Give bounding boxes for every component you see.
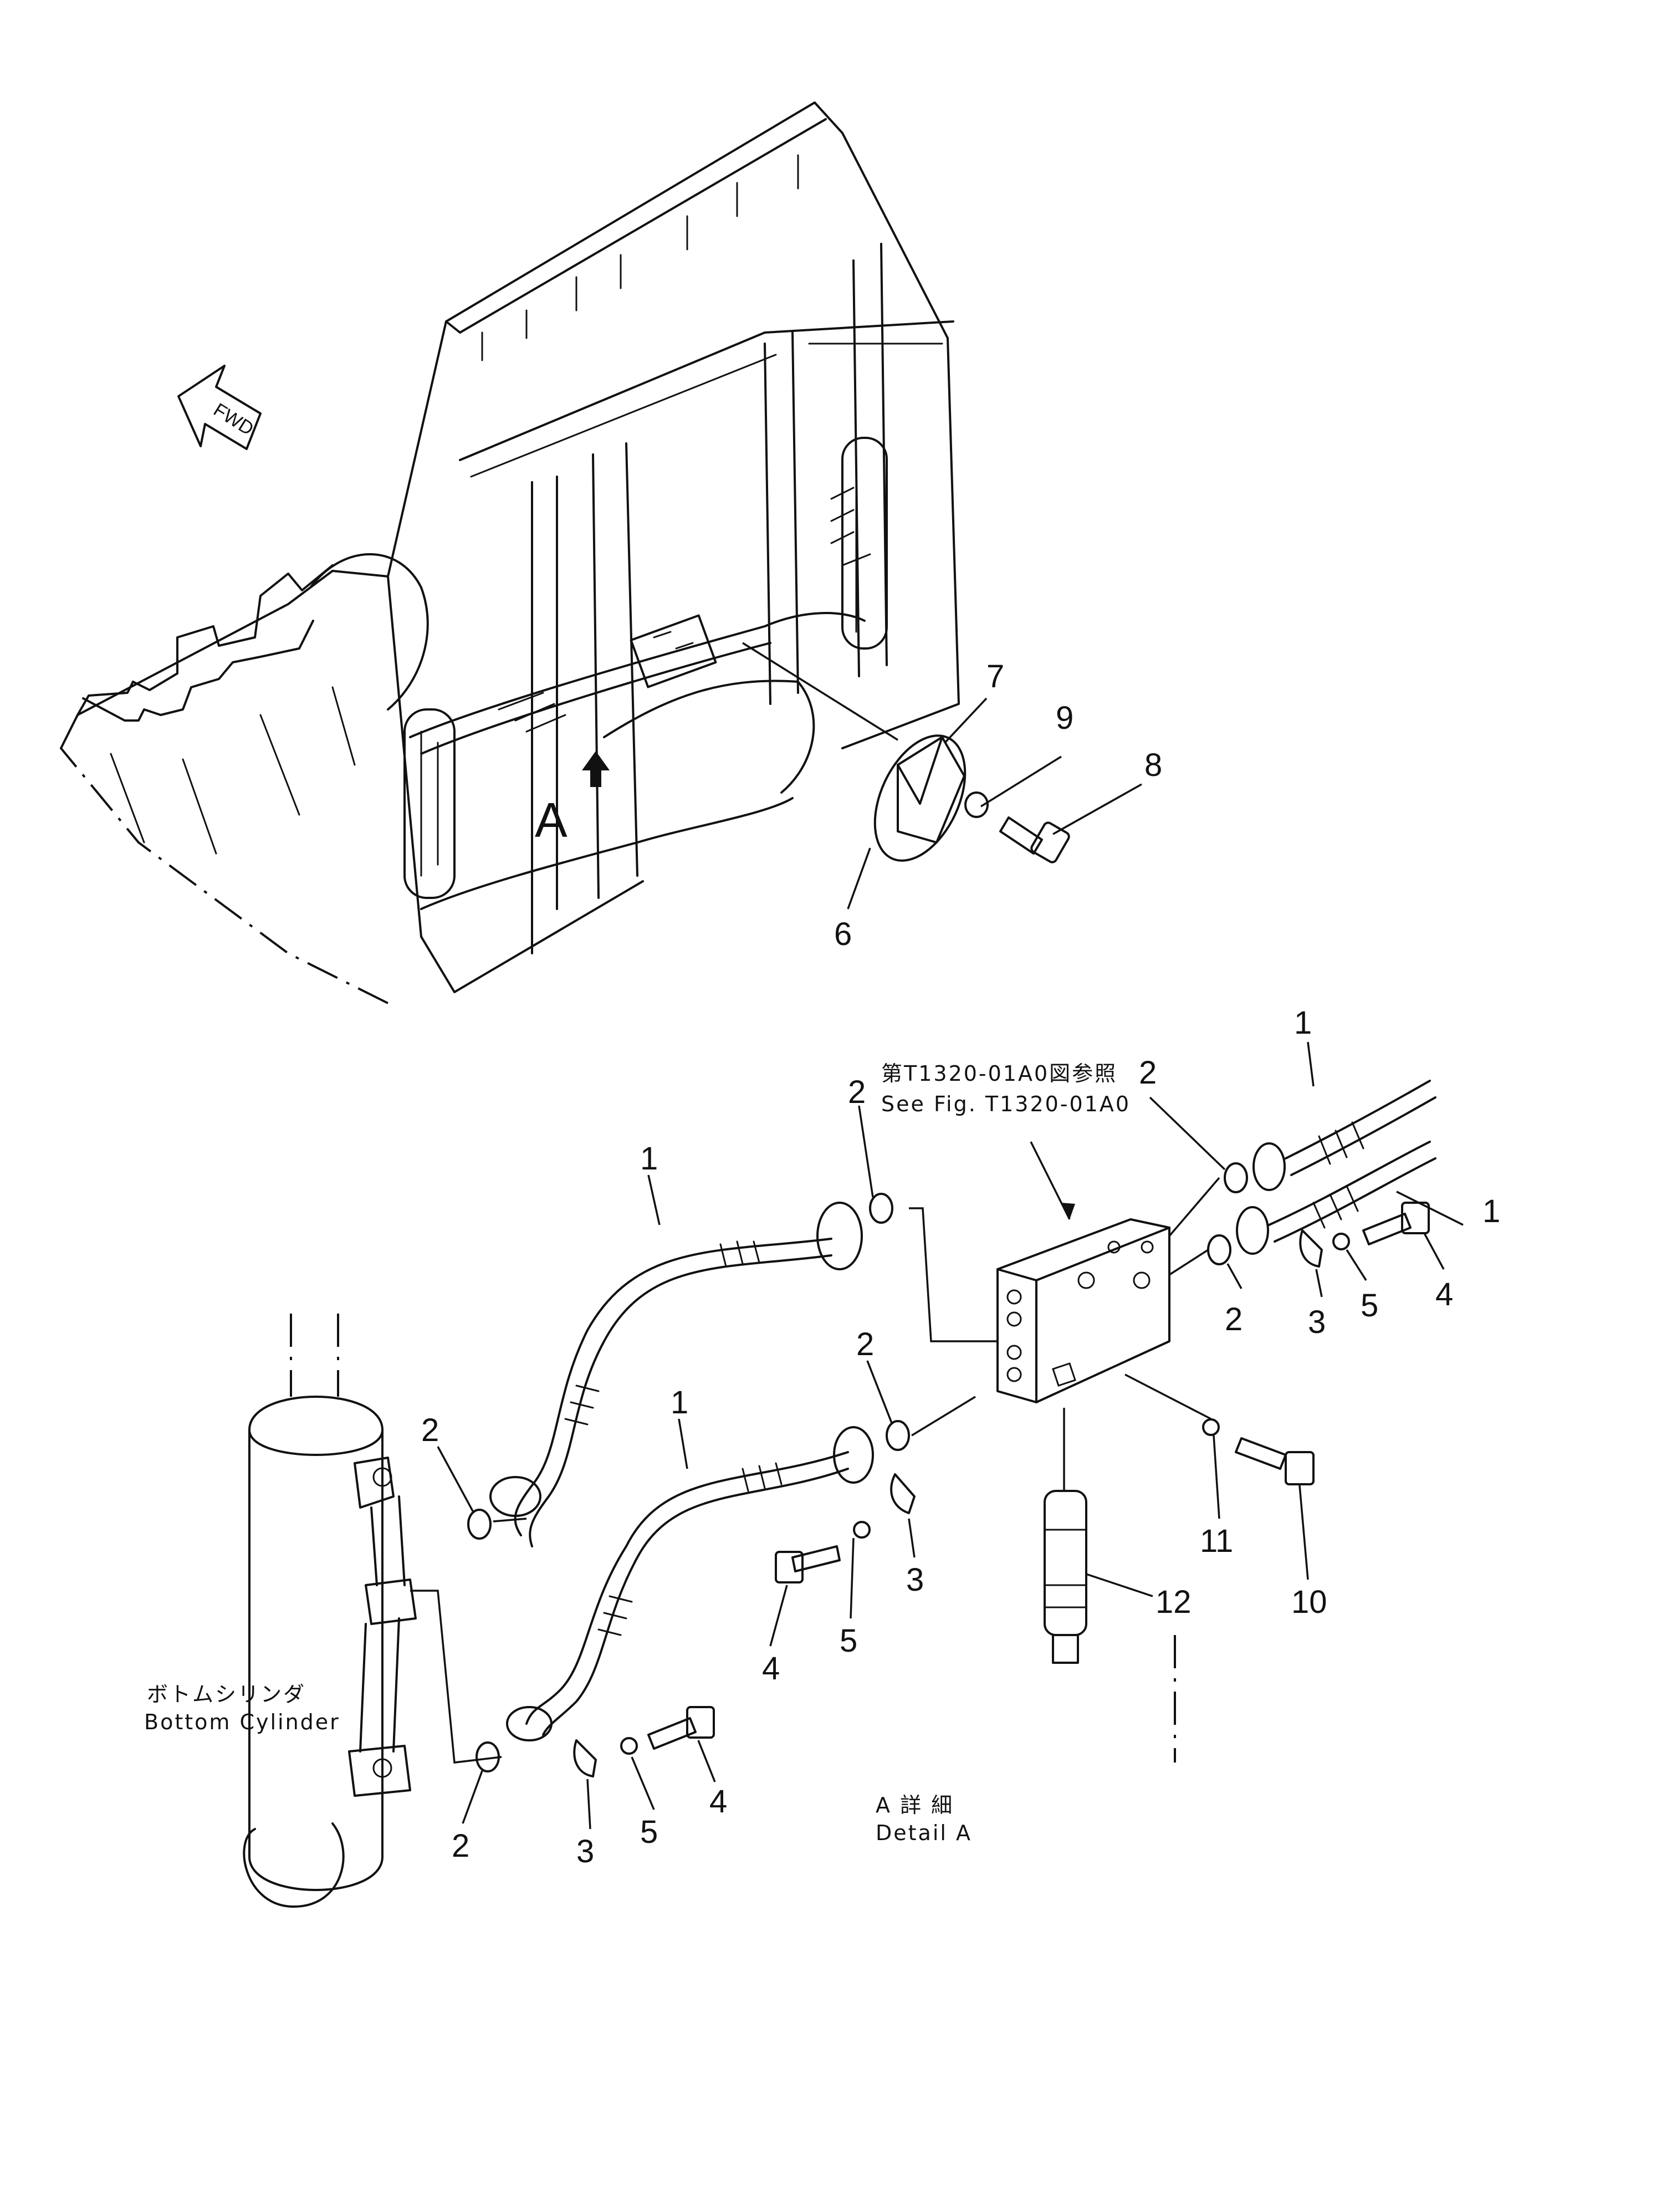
callout-8: 8 — [1144, 747, 1162, 783]
detail-label-ja: A 詳 細 — [876, 1793, 954, 1817]
callout-2-f: 2 — [452, 1828, 469, 1864]
bucket-assembly-view: FWD A — [60, 101, 960, 1004]
callout-2-a: 2 — [848, 1074, 866, 1110]
callout-4-a: 4 — [762, 1651, 780, 1687]
cylinder-label-en: Bottom Cylinder — [144, 1710, 340, 1734]
flange-bolt-sets — [573, 1202, 1430, 1777]
washer-icon — [964, 791, 989, 818]
callout-5-b: 5 — [1361, 1288, 1378, 1324]
hose-1-upper-left — [489, 1202, 863, 1547]
callout-11: 11 — [1200, 1523, 1233, 1559]
view-a-label: A — [535, 793, 567, 847]
cylinder-label-ja: ボトムシリンダ — [147, 1682, 306, 1707]
cover-plate-parts: 7 9 8 6 — [834, 658, 1162, 952]
reference-ja: 第T1320-01A0図参照 — [881, 1061, 1117, 1086]
bolt-10-icon — [1235, 1437, 1315, 1485]
view-direction-arrow-icon — [582, 751, 610, 787]
valve-block — [996, 1218, 1170, 1403]
cartridge-12-icon — [1044, 1490, 1087, 1664]
callout-12: 12 — [1156, 1584, 1192, 1620]
bottom-cylinder — [243, 1314, 417, 1908]
detail-label-en: Detail A — [876, 1821, 972, 1845]
callout-7: 7 — [986, 658, 1004, 694]
washer-11-icon — [1202, 1418, 1220, 1436]
detail-a-view: 第T1320-01A0図参照 See Fig. T1320-01A0 — [144, 1005, 1500, 1908]
callout-6: 6 — [834, 916, 852, 952]
callout-3-c: 3 — [576, 1833, 594, 1869]
hose-1-lower-left — [506, 1426, 874, 1741]
callout-1-b: 1 — [671, 1385, 688, 1421]
callout-1-c: 1 — [1294, 1005, 1312, 1041]
callout-10: 10 — [1291, 1584, 1327, 1620]
callout-1-d: 1 — [1482, 1193, 1500, 1229]
callout-3-b: 3 — [1308, 1304, 1326, 1340]
callout-4-b: 4 — [1435, 1276, 1453, 1312]
fwd-label: FWD — [210, 399, 258, 440]
hoses-1-right — [1236, 1080, 1436, 1255]
callout-9: 9 — [1056, 700, 1073, 736]
callout-4-c: 4 — [709, 1784, 727, 1820]
callout-5-c: 5 — [640, 1814, 658, 1850]
callout-2-e: 2 — [421, 1412, 439, 1448]
reference-en: See Fig. T1320-01A0 — [881, 1092, 1131, 1116]
callout-2-d: 2 — [856, 1326, 874, 1362]
callout-3-a: 3 — [906, 1562, 924, 1598]
callout-2-c: 2 — [1225, 1301, 1243, 1337]
callout-1-a: 1 — [640, 1141, 658, 1177]
callout-2-b: 2 — [1139, 1055, 1157, 1091]
callout-5-a: 5 — [840, 1623, 857, 1659]
fwd-arrow-icon: FWD — [177, 365, 262, 450]
bolt-icon — [999, 816, 1070, 864]
